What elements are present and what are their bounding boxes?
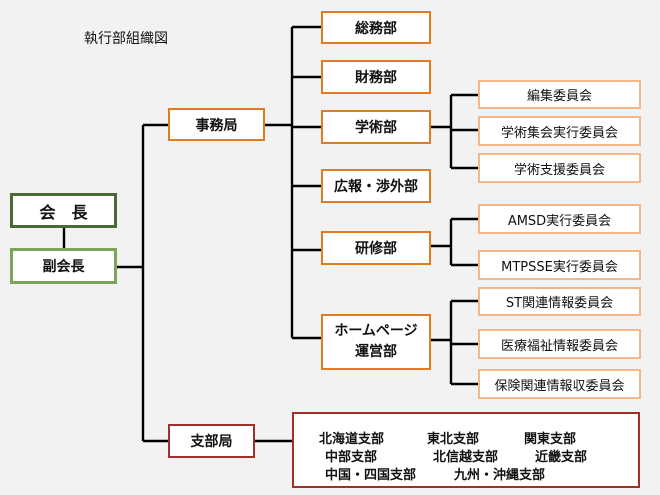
branch-hokkaido: 北海道支部 xyxy=(319,432,385,447)
committee-academic-meeting-label: 学術集会実行委員会 xyxy=(500,125,618,141)
committee-mtpsse: MTPSSE実行委員会 xyxy=(478,250,641,280)
committee-amsd: AMSD実行委員会 xyxy=(478,204,641,234)
dept-training-label: 研修部 xyxy=(355,241,397,257)
committee-insurance-label: 保険関連情報収委員会 xyxy=(494,378,625,394)
dept-homepage-label-line2: 運営部 xyxy=(355,344,397,360)
committee-editorial-label: 編集委員会 xyxy=(526,89,592,104)
dept-finance-label: 財務部 xyxy=(355,70,397,86)
dept-finance: 財務部 xyxy=(321,60,431,94)
president-label: 会 長 xyxy=(39,202,88,222)
vice-president-box: 副会長 xyxy=(10,248,117,284)
committee-amsd-label: AMSD実行委員会 xyxy=(507,213,612,229)
committee-academic-support: 学術支援委員会 xyxy=(478,153,641,183)
president-box: 会 長 xyxy=(10,193,117,228)
committee-academic-meeting: 学術集会実行委員会 xyxy=(478,116,641,146)
branch-kanto: 関東支部 xyxy=(524,432,577,447)
committee-st-info-label: ST関連情報委員会 xyxy=(505,296,614,311)
committee-mtpsse-label: MTPSSE実行委員会 xyxy=(501,259,618,275)
secretariat-label: 事務局 xyxy=(195,117,238,134)
vice-president-label: 副会長 xyxy=(42,259,85,275)
dept-academic-label: 学術部 xyxy=(355,120,397,136)
chart-title: 執行部組織図 xyxy=(84,31,168,47)
dept-academic: 学術部 xyxy=(321,110,431,144)
branch-tohoku: 東北支部 xyxy=(427,432,480,447)
committee-st-info: ST関連情報委員会 xyxy=(478,287,641,316)
dept-homepage: ホームページ 運営部 xyxy=(321,314,431,370)
dept-general-affairs-label: 総務部 xyxy=(355,20,397,37)
dept-pr-label: 広報・渉外部 xyxy=(334,179,418,195)
committee-medical-welfare: 医療福祉情報委員会 xyxy=(478,329,641,359)
committee-academic-support-label: 学術支援委員会 xyxy=(513,162,605,178)
branch-chugoku-shikoku: 中国・四国支部 xyxy=(325,468,417,483)
committee-editorial: 編集委員会 xyxy=(478,80,641,109)
branch-office-box: 支部局 xyxy=(168,424,255,458)
branch-chubu: 中部支部 xyxy=(325,450,378,465)
secretariat-box: 事務局 xyxy=(168,108,265,141)
branches-box: 北海道支部 東北支部 関東支部 中部支部 北信越支部 近畿支部 中国・四国支部 … xyxy=(292,412,640,488)
dept-general-affairs: 総務部 xyxy=(321,11,431,44)
committee-medical-welfare-label: 医療福祉情報委員会 xyxy=(500,338,618,354)
branch-kyushu-okinawa: 九州・沖縄支部 xyxy=(454,468,546,483)
branch-kinki: 近畿支部 xyxy=(535,450,588,465)
branch-hokushinetsu: 北信越支部 xyxy=(433,450,499,465)
dept-training: 研修部 xyxy=(321,231,431,265)
committee-insurance: 保険関連情報収委員会 xyxy=(478,369,641,399)
dept-homepage-label-line1: ホームページ xyxy=(334,323,418,339)
dept-pr: 広報・渉外部 xyxy=(321,169,431,203)
branch-office-label: 支部局 xyxy=(190,434,233,450)
